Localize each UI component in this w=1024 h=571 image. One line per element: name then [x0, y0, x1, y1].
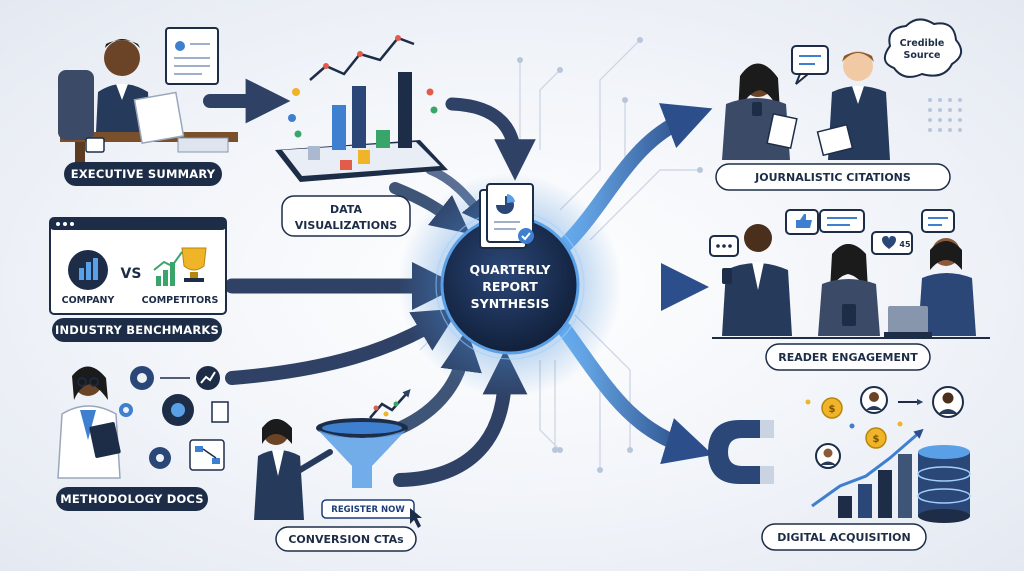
viz-bar-1	[332, 105, 346, 150]
company-label: COMPANY	[62, 295, 115, 306]
data-visualizations-label-line1: DATA	[330, 203, 362, 216]
digital-acquisition-pill: DIGITAL ACQUISITION	[761, 523, 927, 551]
executive-summary-pill: EXECUTIVE SUMMARY	[64, 162, 222, 186]
conversion-ctas-pill: CONVERSION CTAs	[275, 526, 417, 552]
credible-source-line1: Credible	[900, 38, 945, 49]
conversion-ctas-illustration	[254, 389, 411, 520]
data-visualizations-label-line2: VISUALIZATIONS	[295, 219, 398, 232]
user-avatar-icon-2	[815, 443, 841, 469]
comment-bubble-icon	[819, 209, 865, 233]
digital-acquisition-illustration: $ $	[708, 386, 971, 523]
vs-label: VS	[121, 266, 142, 282]
methodology-docs-illustration	[57, 366, 229, 479]
digital-acquisition-label: DIGITAL ACQUISITION	[777, 531, 910, 544]
methodology-docs-pill: METHODOLOGY DOCS	[56, 487, 208, 511]
database-gear-icon	[162, 394, 194, 426]
conversion-ctas-label: CONVERSION CTAs	[288, 533, 404, 546]
industry-benchmarks-pill: INDUSTRY BENCHMARKS	[52, 318, 222, 342]
viz-bar-3	[376, 130, 390, 148]
acq-bar-4	[898, 454, 912, 518]
methodology-docs-label: METHODOLOGY DOCS	[60, 492, 204, 506]
funnel-icon	[316, 418, 408, 488]
cursor-icon	[410, 508, 422, 528]
gear-icon	[130, 366, 154, 390]
svg-text:$: $	[873, 434, 880, 445]
reader-engagement-label: READER ENGAGEMENT	[778, 351, 918, 364]
industry-benchmarks-label: INDUSTRY BENCHMARKS	[55, 323, 219, 337]
register-now-button[interactable]: REGISTER NOW	[321, 499, 415, 519]
reaction-count-badge: 45	[899, 240, 911, 249]
report-document-icon	[479, 183, 534, 249]
trophy-icon	[181, 247, 207, 282]
reader-engagement-pill: READER ENGAGEMENT	[765, 343, 931, 371]
magnet-icon	[708, 420, 774, 484]
data-visualizations-illustration	[275, 35, 448, 182]
gear-icon-small	[119, 403, 133, 417]
hub: QUARTERLY REPORT SYNTHESIS	[398, 173, 622, 397]
speech-bubble-icon	[791, 45, 829, 85]
hub-label-line1: QUARTERLY	[470, 262, 552, 277]
hub-label-line2: REPORT	[482, 279, 538, 294]
credible-source-line2: Source	[904, 50, 941, 61]
executive-summary-illustration	[58, 27, 238, 166]
heart-bubble-icon: 45	[871, 231, 913, 255]
user-avatar-icon	[860, 386, 888, 414]
doc-icon	[211, 401, 229, 423]
hub-label-line3: SYNTHESIS	[471, 296, 550, 311]
chart-badge-icon	[196, 366, 220, 390]
reader-engagement-illustration: 45	[709, 209, 990, 339]
message-bubble-icon	[921, 209, 955, 233]
viz-bar-2	[352, 86, 366, 148]
register-now-label: REGISTER NOW	[331, 505, 405, 515]
like-bubble-icon	[785, 209, 819, 235]
gear-icon-bottom	[149, 447, 171, 469]
coin-icon-2: $	[865, 427, 887, 449]
chat-bubble-icon	[709, 235, 739, 257]
laptop-icon	[888, 306, 928, 334]
data-visualizations-pill: DATA VISUALIZATIONS	[281, 195, 411, 237]
acq-bar-2	[858, 484, 872, 518]
journalistic-citations-illustration: Credible Source	[722, 18, 963, 160]
journalistic-citations-pill: JOURNALISTIC CITATIONS	[715, 163, 951, 191]
credible-source-bubble: Credible Source	[883, 18, 963, 78]
dot-grid	[928, 98, 962, 132]
circuit-nodes	[517, 37, 703, 473]
coin-icon: $	[821, 397, 843, 419]
acq-bar-1	[838, 496, 852, 518]
acq-bar-3	[878, 470, 892, 518]
journalistic-citations-label: JOURNALISTIC CITATIONS	[754, 171, 911, 184]
flowchart-icon	[189, 439, 225, 471]
industry-benchmarks-card: VS COMPANY COMPETITORS	[49, 217, 227, 315]
viz-bar-4	[398, 72, 412, 148]
database-icon	[917, 445, 971, 523]
competitors-label: COMPETITORS	[142, 295, 219, 306]
svg-text:$: $	[829, 404, 836, 415]
executive-summary-label: EXECUTIVE SUMMARY	[71, 167, 216, 181]
arrow-viz-down	[445, 97, 536, 181]
user-avatar-icon-3	[932, 386, 964, 418]
